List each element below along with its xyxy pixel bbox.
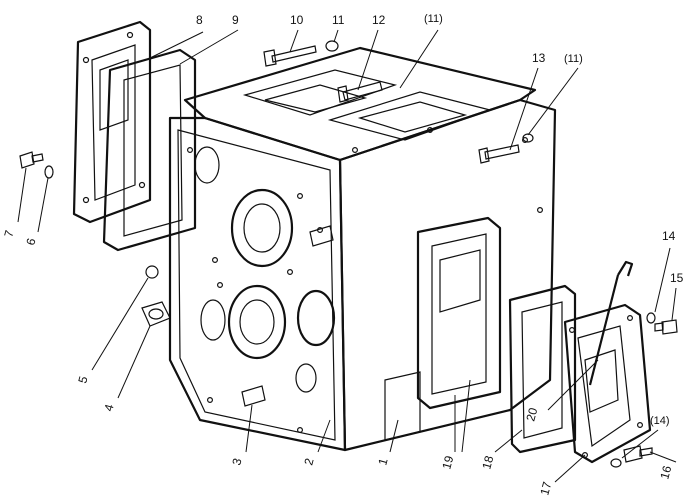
- bolt-16: [623, 445, 653, 463]
- label-11-paren-right: (11): [564, 53, 583, 65]
- label-10: 10: [290, 13, 304, 27]
- label-1: 1: [375, 456, 390, 466]
- label-8: 8: [196, 13, 203, 27]
- label-6: 6: [23, 236, 38, 246]
- top-bolt-12: [337, 81, 383, 103]
- label-7: 7: [1, 228, 16, 238]
- right-cover: [563, 303, 652, 464]
- label-12: 12: [372, 13, 386, 27]
- label-9: 9: [232, 13, 239, 27]
- side-bolt-13: [478, 144, 520, 164]
- label-11: 11: [332, 13, 345, 27]
- label-4: 4: [101, 402, 116, 412]
- label-14-paren: (14): [650, 415, 670, 427]
- top-bolt-10: [263, 45, 317, 67]
- dipstick-20: [588, 260, 634, 386]
- right-gasket: [508, 284, 577, 454]
- left-gasket: [102, 48, 197, 252]
- washer-6: [44, 165, 54, 179]
- label-16: 16: [657, 464, 674, 481]
- left-cover-plate: [72, 20, 152, 224]
- leader-lines: [17, 29, 677, 483]
- label-19: 19: [439, 454, 456, 471]
- gearbox-housing: [168, 46, 557, 452]
- label-11-paren-top: (11): [424, 13, 443, 25]
- washer-14-lower: [610, 458, 622, 468]
- bolt-7: [19, 151, 44, 169]
- label-17: 17: [537, 480, 554, 497]
- breather-4: [141, 301, 171, 327]
- callout-labels: 8 9 10 11 12 (11) 13 (11) 7 6 5 4 3 2 1 …: [1, 13, 683, 497]
- washer-11: [325, 40, 339, 52]
- label-2: 2: [301, 456, 316, 466]
- label-3: 3: [229, 456, 244, 466]
- washer-14: [646, 312, 656, 324]
- label-5: 5: [75, 374, 90, 384]
- bolt-15: [654, 319, 678, 335]
- label-13: 13: [532, 51, 546, 65]
- label-18: 18: [479, 454, 496, 471]
- label-14: 14: [662, 229, 676, 243]
- plug-5: [145, 265, 159, 279]
- label-15: 15: [670, 271, 684, 285]
- label-20: 20: [523, 406, 540, 423]
- washer-11-right: [522, 133, 534, 143]
